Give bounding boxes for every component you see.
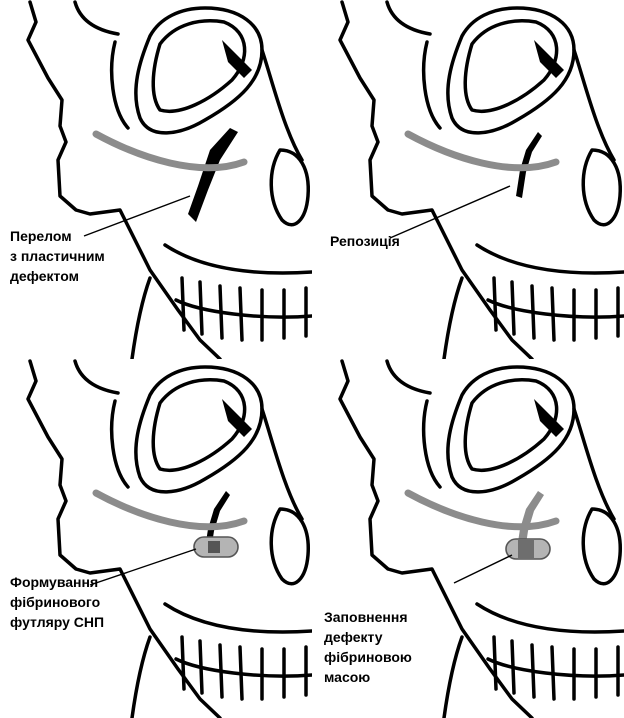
stage-label: Заповнення дефекту фібриновою масою <box>324 607 412 687</box>
orbit-upper-line <box>75 361 118 393</box>
fracture-site-marker <box>208 541 220 553</box>
nasal-aperture <box>271 150 308 225</box>
panel-fibrin-case: Формування фібринового футляру СНП <box>0 359 312 718</box>
maxilla-line <box>477 245 624 273</box>
zygoma-line <box>424 42 440 128</box>
teeth-gum-line <box>176 300 312 317</box>
panel-reposition: Репозиція <box>312 0 624 359</box>
panel-fracture: Перелом з пластичним дефектом <box>0 0 312 359</box>
jaw-line <box>444 637 462 718</box>
fibrin-filling <box>518 539 534 559</box>
stage-label: Формування фібринового футляру СНП <box>10 572 104 632</box>
nasal-line <box>262 50 302 160</box>
orbit-upper-line <box>387 2 430 34</box>
nasal-line <box>574 50 614 160</box>
panel-defect-fill: Заповнення дефекту фібриновою масою <box>312 359 624 718</box>
orbit-upper-line <box>75 2 118 34</box>
nasal-line <box>262 409 302 519</box>
orbit-upper-line <box>387 361 430 393</box>
jaw-line <box>132 278 150 359</box>
zygoma-line <box>424 401 440 487</box>
maxilla-line <box>165 245 312 273</box>
leader-line <box>90 549 196 585</box>
skull-illustration <box>0 359 312 718</box>
orbit-inner <box>153 380 244 470</box>
orbit-inner <box>465 21 556 111</box>
jaw-line <box>132 637 150 718</box>
zygoma-line <box>112 401 128 487</box>
nasal-aperture <box>583 150 620 225</box>
maxilla-line <box>165 604 312 632</box>
fracture-line <box>188 128 238 222</box>
stage-label: Репозиція <box>330 231 400 251</box>
jaw-line <box>444 278 462 359</box>
nasal-line <box>574 409 614 519</box>
leader-line <box>454 555 512 583</box>
stage-label: Перелом з пластичним дефектом <box>10 226 105 286</box>
teeth-gum-line <box>488 659 624 676</box>
nasal-aperture <box>271 509 308 584</box>
orbit-inner <box>465 380 556 470</box>
zygoma-line <box>112 42 128 128</box>
maxilla-line <box>477 604 624 632</box>
teeth-gum-line <box>176 659 312 676</box>
orbit-inner <box>153 21 244 111</box>
nasal-aperture <box>583 509 620 584</box>
teeth-gum-line <box>488 300 624 317</box>
skull-illustration <box>0 0 312 359</box>
skull-illustration <box>312 0 624 359</box>
